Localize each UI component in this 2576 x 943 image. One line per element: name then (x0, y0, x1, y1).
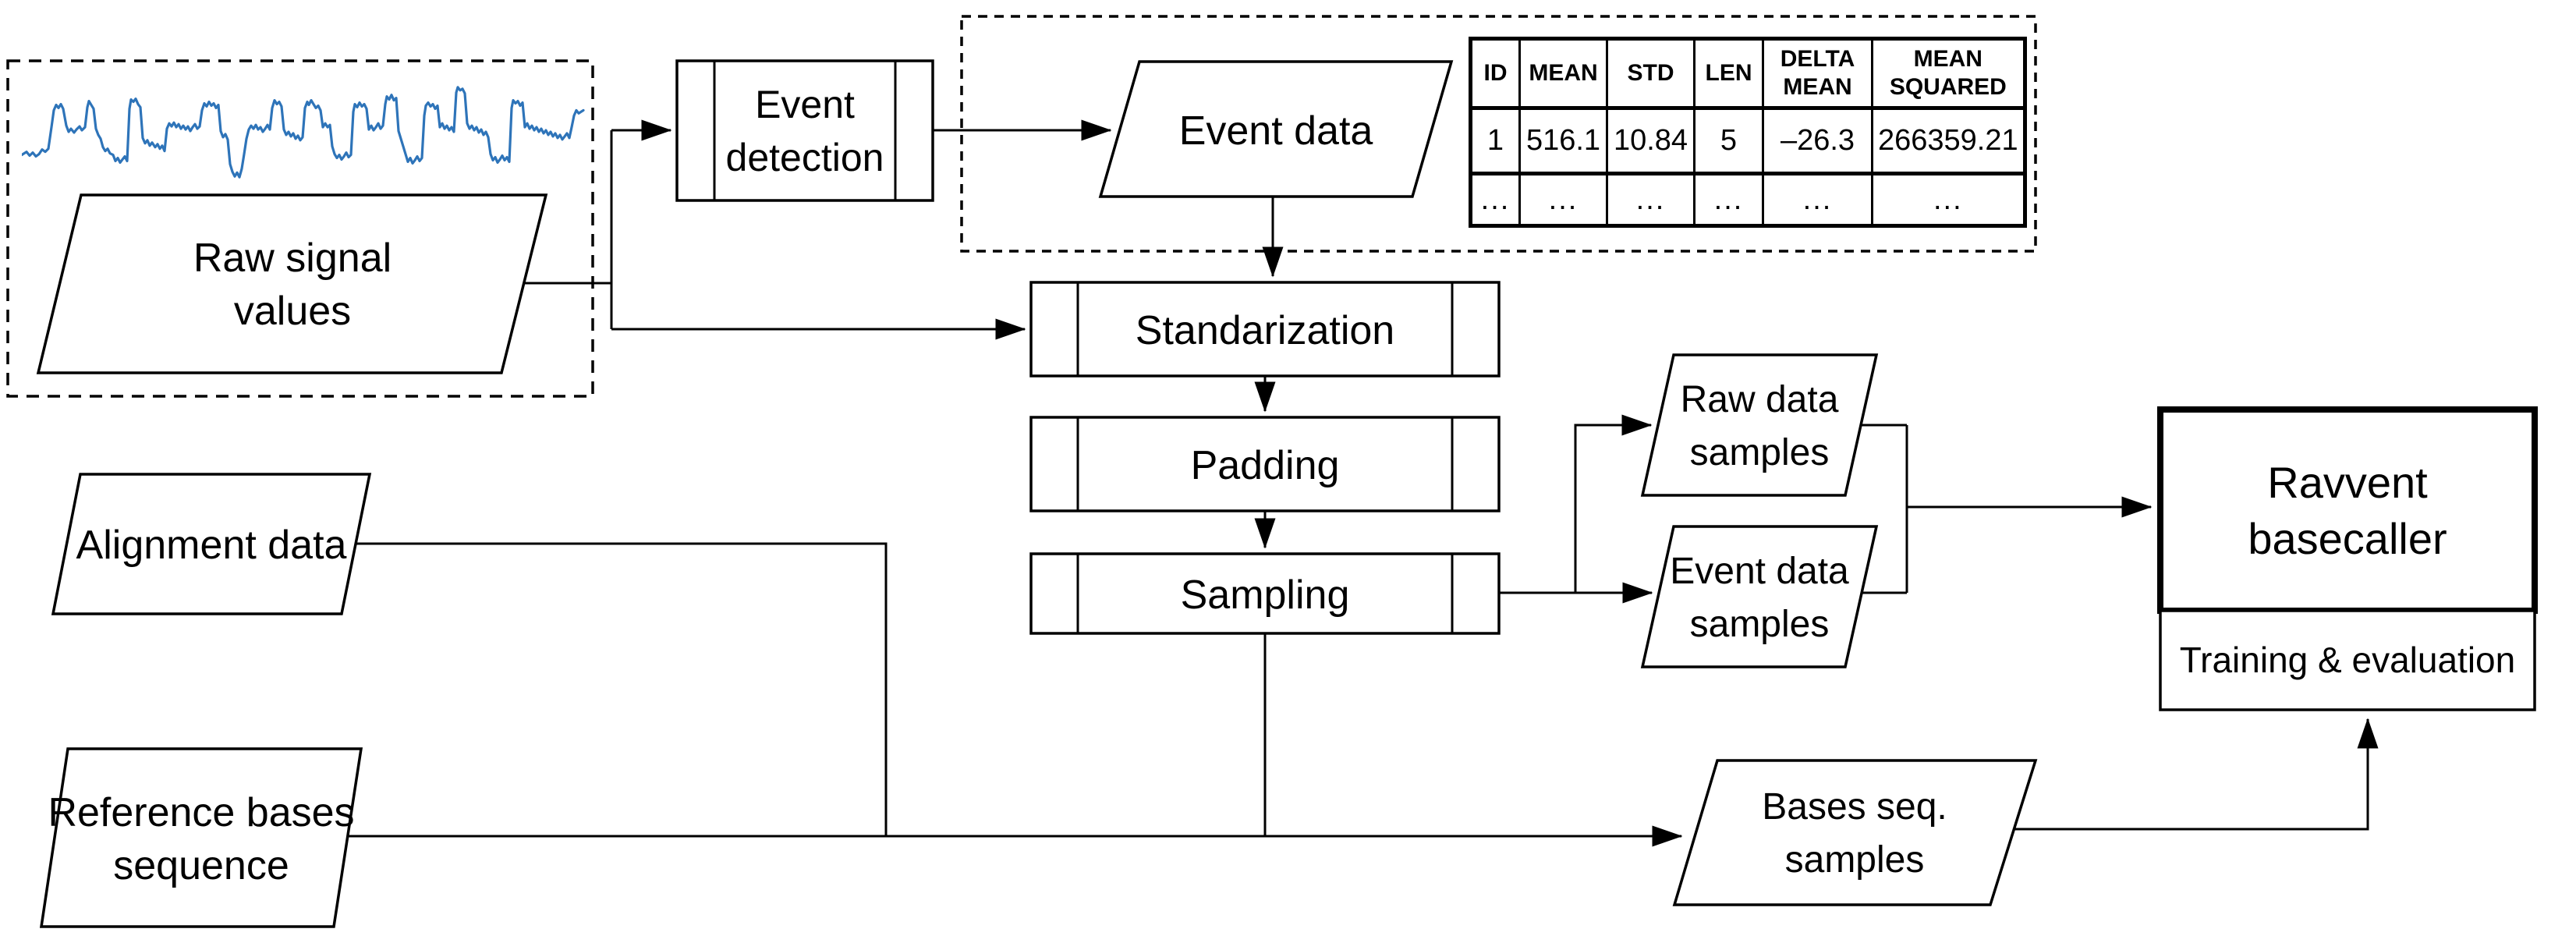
bases-seq-samples-label-line2: samples (1785, 839, 1925, 881)
table-header-cell: MEAN (1518, 37, 1608, 110)
raw-data-samples-label-line1: Raw data (1681, 379, 1839, 420)
table-cell: ... (1871, 172, 2026, 227)
standarization-node (1029, 281, 1501, 378)
ravvent-label-line1: Ravvent (2267, 458, 2428, 507)
reference-bases-label-line2: sequence (113, 843, 289, 888)
edge-sampling-rawdatasamples (1574, 414, 1653, 593)
training-evaluation-label: Training & evaluation (2180, 640, 2515, 680)
event-data-node (1098, 60, 1454, 198)
padding-node (1029, 416, 1501, 512)
table-header-cell: STD (1606, 37, 1695, 110)
raw-signal-group-frame (6, 59, 594, 398)
padding-label: Padding (1191, 443, 1340, 488)
table-cell: 5 (1693, 107, 1764, 175)
reference-bases-node (39, 747, 363, 928)
table-cell: –26.3 (1762, 107, 1873, 175)
standarization-label: Standarization (1136, 308, 1394, 353)
event-data-samples-node (1640, 525, 1879, 668)
raw-signal-label-line1: Raw signal (193, 236, 392, 281)
event-data-samples-label-line1: Event data (1670, 551, 1849, 592)
table-row: 1 516.1 10.84 5 –26.3 266359.21 (1469, 107, 2026, 175)
sampling-node (1029, 552, 1501, 635)
table-cell: 10.84 (1606, 107, 1695, 175)
table-cell: ... (1693, 172, 1764, 227)
edge-alignment-bus (356, 542, 888, 836)
event-detection-label-line1: Event (755, 83, 855, 126)
table-row: ... ... ... ... ... ... (1469, 172, 2026, 227)
raw-data-samples-label-line2: samples (1690, 432, 1830, 473)
table-cell: 516.1 (1518, 107, 1608, 175)
table-header-cell: LEN (1693, 37, 1764, 110)
table-cell: ... (1762, 172, 1873, 227)
bases-seq-samples-node (1672, 759, 2038, 906)
alignment-data-node (51, 473, 372, 615)
waveform-polyline (22, 86, 585, 179)
table-header-cell: ID (1469, 37, 1521, 110)
edge-basesseq-training (2013, 718, 2379, 831)
table-cell: ... (1518, 172, 1608, 227)
table-cell: ... (1469, 172, 1521, 227)
ravvent-basecaller-node (2157, 406, 2538, 614)
event-data-samples-label-line2: samples (1690, 604, 1830, 645)
ravvent-label-line2: basecaller (2248, 514, 2447, 563)
table-cell: ... (1606, 172, 1695, 227)
table-cell: 266359.21 (1871, 107, 2026, 175)
event-data-label: Event data (1179, 108, 1373, 154)
event-detection-label-line2: detection (726, 136, 884, 179)
raw-signal-label-line2: values (234, 289, 351, 334)
raw-data-samples-node (1640, 353, 1879, 497)
table-cell: 1 (1469, 107, 1521, 175)
alignment-data-label: Alignment data (76, 523, 347, 568)
bases-seq-samples-label-line1: Bases seq. (1762, 786, 1947, 828)
reference-bases-label-line1: Reference bases (48, 790, 354, 835)
raw-signal-waveform (22, 86, 585, 179)
raw-signal-values-node (36, 193, 548, 374)
sampling-label: Sampling (1181, 573, 1350, 618)
training-evaluation-node (2159, 609, 2536, 711)
event-detection-node (675, 59, 934, 202)
